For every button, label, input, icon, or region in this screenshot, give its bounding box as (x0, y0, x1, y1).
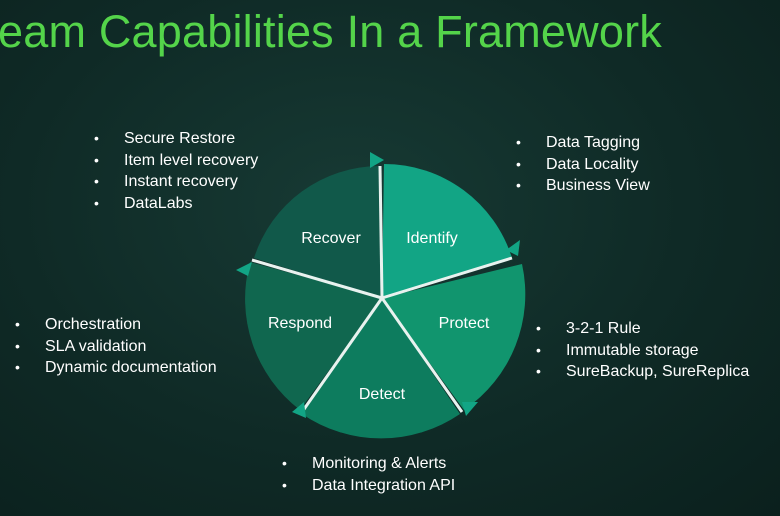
arrow-head-icon (236, 262, 252, 276)
divider-line (300, 297, 384, 413)
arrow-head-icon (462, 402, 478, 416)
detect-capabilities-list: Monitoring & Alerts Data Integration API (282, 453, 455, 496)
segment-protect[interactable] (382, 264, 526, 410)
arrow-head-icon (506, 240, 520, 256)
list-item: Dynamic documentation (15, 357, 217, 379)
segment-recover[interactable] (254, 165, 382, 298)
list-item: Data Tagging (516, 132, 650, 154)
list-item: Data Locality (516, 154, 650, 176)
list-item: Secure Restore (94, 128, 258, 150)
arrow-head-icon (292, 402, 306, 418)
list-item: Item level recovery (94, 150, 258, 172)
respond-capabilities-list: Orchestration SLA validation Dynamic doc… (15, 314, 217, 379)
segment-respond[interactable] (245, 262, 382, 410)
segment-label-protect: Protect (439, 315, 490, 332)
list-item: 3-2-1 Rule (536, 318, 749, 340)
divider-line (380, 297, 464, 413)
segment-identify[interactable] (382, 163, 512, 298)
segment-detect[interactable] (302, 298, 460, 439)
list-item: Orchestration (15, 314, 217, 336)
divider-line (381, 256, 513, 300)
list-item: SureBackup, SureReplica (536, 361, 749, 383)
page-title: eam Capabilities In a Framework (0, 6, 662, 57)
list-item: Monitoring & Alerts (282, 453, 455, 475)
list-item: DataLabs (94, 193, 258, 215)
segment-label-identify: Identify (406, 230, 458, 247)
segment-label-detect: Detect (359, 386, 406, 403)
list-item: Business View (516, 175, 650, 197)
divider-line (251, 258, 383, 300)
divider-line (378, 165, 384, 299)
recover-capabilities-list: Secure Restore Item level recovery Insta… (94, 128, 258, 214)
list-item: Instant recovery (94, 171, 258, 193)
list-item: Immutable storage (536, 340, 749, 362)
identify-capabilities-list: Data Tagging Data Locality Business View (516, 132, 650, 197)
list-item: Data Integration API (282, 475, 455, 497)
protect-capabilities-list: 3-2-1 Rule Immutable storage SureBackup,… (536, 318, 749, 383)
segment-label-respond: Respond (268, 315, 332, 332)
segment-label-recover: Recover (301, 230, 361, 247)
arrow-head-icon (370, 152, 384, 168)
list-item: SLA validation (15, 336, 217, 358)
